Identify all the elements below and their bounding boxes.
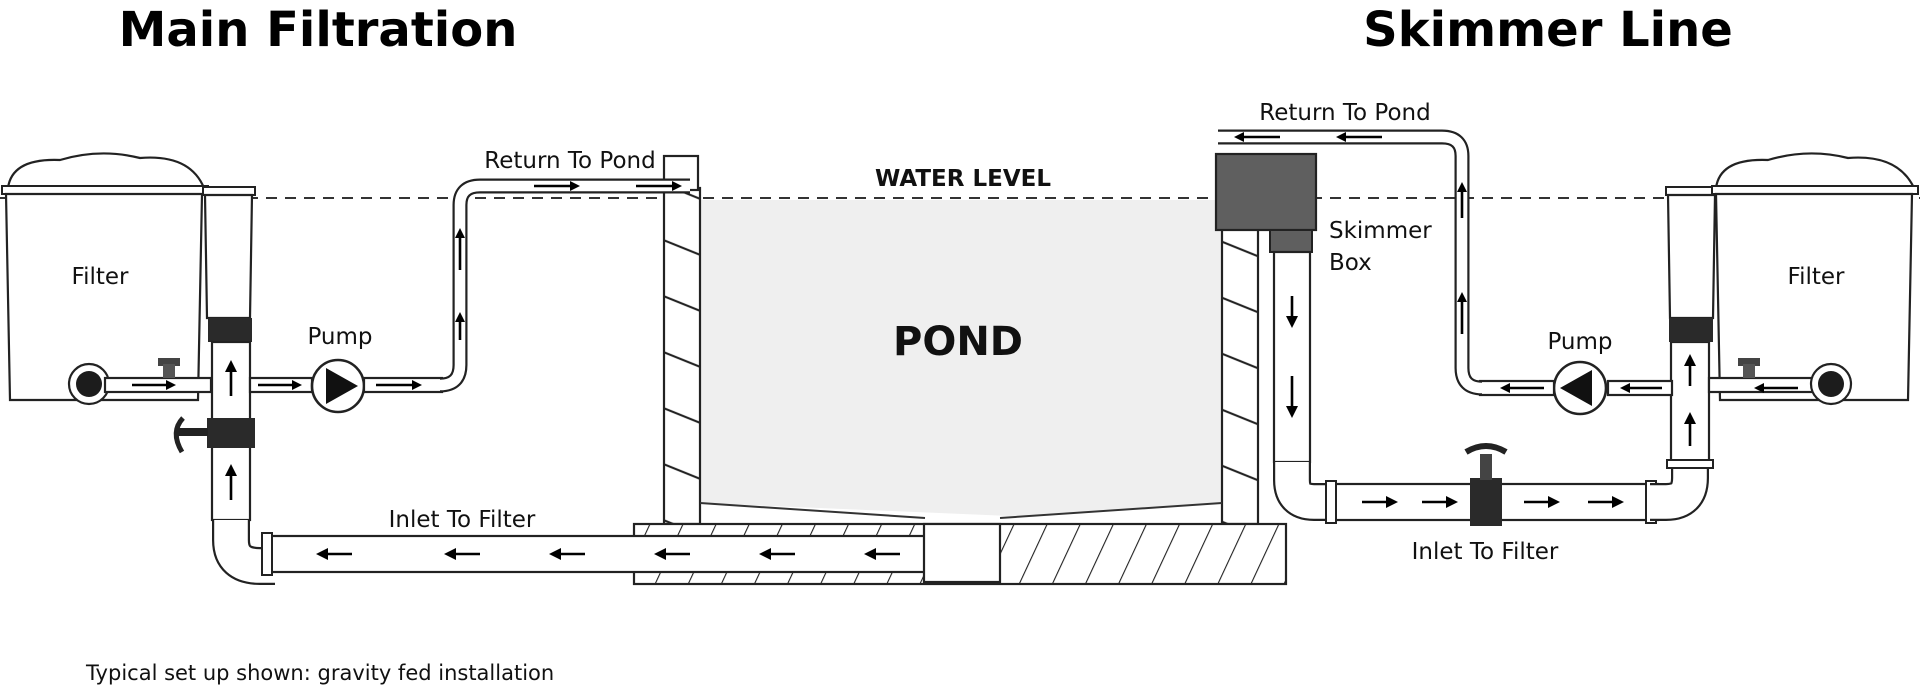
pond-right-wall	[1220, 226, 1260, 526]
heading-skimmer-line: Skimmer Line	[1363, 2, 1733, 58]
flow-arrows	[132, 132, 1798, 560]
valve-right-body	[1470, 478, 1502, 526]
arrow-left	[759, 548, 795, 560]
main-filtration-system: Filter Inlet To Filter Pump	[1, 148, 1002, 585]
arrow-left	[1500, 383, 1544, 393]
skimmer-line-system: Skimmer Box Inlet To Filter Filter	[1214, 100, 1919, 565]
uv-unit-right	[1666, 193, 1717, 320]
valve-left-handle	[158, 358, 180, 366]
filter-left-label: Filter	[72, 264, 130, 290]
filter-right-tank	[1714, 192, 1914, 402]
pump-right-label: Pump	[1547, 329, 1612, 355]
skimmer-box	[1214, 152, 1318, 232]
valve-left-body	[207, 418, 255, 448]
arrow-right	[1588, 496, 1624, 508]
pipe-return-left	[439, 180, 690, 391]
filter-left-lid	[6, 152, 206, 190]
arrow-left	[1336, 132, 1382, 142]
arrow-left	[316, 548, 352, 560]
pond-floor-left	[699, 502, 926, 519]
arrow-left	[1620, 383, 1662, 393]
arrow-left	[549, 548, 585, 560]
arrow-left	[1234, 132, 1280, 142]
arrow-right	[1524, 496, 1560, 508]
pipe-return-right	[1218, 131, 1483, 394]
arrow-up	[1684, 354, 1696, 386]
pump-left-label: Pump	[307, 324, 372, 350]
uv-unit-left	[203, 193, 254, 320]
uv-unit-right-collar	[1669, 318, 1713, 342]
pond-water	[700, 200, 1222, 516]
arrow-right	[376, 380, 422, 390]
footnote: Typical set up shown: gravity fed instal…	[85, 661, 554, 685]
arrow-right	[636, 181, 682, 191]
pond-floor-right	[999, 502, 1223, 519]
arrow-left	[654, 548, 690, 560]
pipe-inlet-left	[264, 534, 928, 574]
skimmer-label-line2: Box	[1329, 250, 1372, 276]
arrow-down	[1286, 296, 1298, 328]
pond-label: POND	[893, 319, 1023, 365]
return-right-label: Return To Pond	[1259, 100, 1430, 126]
filter-right-label: Filter	[1788, 264, 1846, 290]
inlet-right-label: Inlet To Filter	[1412, 539, 1559, 565]
filter-right-lid	[1714, 152, 1916, 190]
arrow-up	[1457, 292, 1467, 334]
valve-left-lever	[173, 416, 185, 454]
heading-main-filtration: Main Filtration	[119, 2, 518, 58]
arrow-up	[1457, 182, 1467, 218]
pond: POND	[632, 154, 1288, 586]
pump-left-icon	[326, 368, 358, 404]
arrow-right	[1422, 496, 1458, 508]
valve-right-small-handle	[1738, 358, 1760, 366]
arrow-up	[1684, 412, 1696, 446]
arrow-up	[225, 360, 237, 396]
bottom-drain	[922, 522, 1002, 584]
return-left-label: Return To Pond	[484, 148, 655, 174]
arrow-right	[534, 181, 580, 191]
skimmer-label-line1: Skimmer	[1329, 218, 1432, 244]
arrow-up	[225, 464, 237, 500]
pump-right-icon	[1560, 370, 1592, 406]
arrow-right	[258, 380, 302, 390]
pond-left-wall	[662, 186, 702, 526]
water-level-label: WATER LEVEL	[875, 166, 1051, 192]
arrow-left	[444, 548, 480, 560]
arrow-up	[455, 312, 465, 340]
arrow-left	[1754, 383, 1798, 393]
filter-left-tank	[4, 192, 204, 402]
inlet-left-label: Inlet To Filter	[389, 507, 536, 533]
valve-right-handle	[1464, 443, 1508, 455]
arrow-right	[1362, 496, 1398, 508]
pipe-skimmer-down	[1272, 250, 1312, 464]
arrow-down	[1286, 376, 1298, 418]
uv-unit-left-collar	[208, 318, 252, 342]
arrow-left	[864, 548, 900, 560]
arrow-right	[132, 380, 176, 390]
arrow-up	[455, 228, 465, 270]
